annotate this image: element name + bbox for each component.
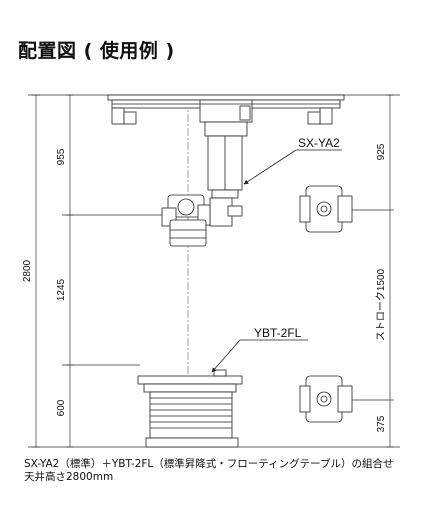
caption-line-2: 天井高さ2800mm <box>24 471 114 483</box>
sx-ya2-column <box>204 121 248 227</box>
caption: SX-YA2（標準）＋YBT-2FL（標準昇降式・フローティングテーブル）の組合… <box>24 458 424 484</box>
dim-right-top: 925 <box>376 143 387 160</box>
label-ybt-2fl: YBT-2FL <box>254 326 302 340</box>
top-view-lower <box>299 375 353 423</box>
page-title: 配置図 ( 使用例 ) <box>18 40 175 62</box>
left-dimension-lines <box>32 94 200 448</box>
sx-ya2-head <box>161 194 211 247</box>
leader-ybt-2fl <box>211 339 241 373</box>
ybt-2fl-unit <box>137 369 243 448</box>
dim-total-height: 2800 <box>22 259 33 282</box>
dim-lower-section: 600 <box>56 399 67 416</box>
label-sx-ya2: SX-YA2 <box>298 136 340 150</box>
dim-upper-section: 955 <box>56 148 67 165</box>
leader-sx-ya2 <box>243 149 297 185</box>
dim-right-bottom: 375 <box>376 415 387 432</box>
top-view-upper <box>299 185 353 233</box>
dim-middle-section: 1245 <box>56 278 67 301</box>
ceiling-rail <box>107 94 345 125</box>
caption-line-1: SX-YA2（標準）＋YBT-2FL（標準昇降式・フローティングテーブル）の組合… <box>24 458 394 470</box>
dim-stroke: ストローク1500 <box>375 268 387 341</box>
